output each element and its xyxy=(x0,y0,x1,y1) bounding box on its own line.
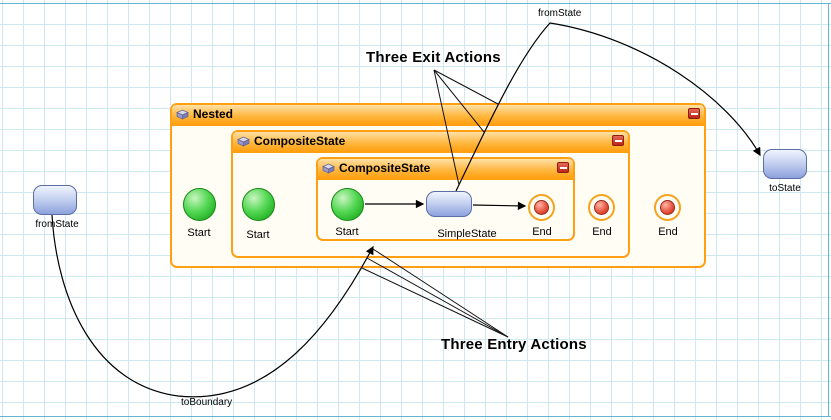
end-node-outer-label: End xyxy=(658,226,678,238)
start-node-middle-label: Start xyxy=(246,229,270,241)
nested-header[interactable]: Nested xyxy=(172,105,704,126)
middle-header[interactable]: CompositeState xyxy=(233,132,628,153)
edge-label-from-state: fromState xyxy=(538,8,582,19)
to-state-node[interactable] xyxy=(763,149,807,179)
annotation-entry-actions[interactable]: Three Entry Actions xyxy=(441,336,587,353)
transition-exit-to-state[interactable] xyxy=(455,22,761,192)
canvas-right-border xyxy=(828,3,829,417)
transition-simple-to-end[interactable] xyxy=(472,201,527,211)
minus-bar xyxy=(690,112,698,115)
start-node-inner[interactable] xyxy=(331,188,364,221)
exit-annotation-line-1 xyxy=(433,69,460,186)
end-node-core xyxy=(660,200,675,215)
transition-entry-to-boundary[interactable] xyxy=(51,214,374,398)
exit-annotation-line-2 xyxy=(433,69,485,133)
minus-bar xyxy=(614,139,622,142)
entry-annotation-line-3 xyxy=(361,267,509,338)
inner-header[interactable]: CompositeState xyxy=(318,159,573,180)
simple-state[interactable] xyxy=(426,191,472,217)
edge-label-to-boundary: toBoundary xyxy=(181,397,233,408)
minus-bar xyxy=(559,166,567,169)
end-node-middle-label: End xyxy=(592,226,612,238)
entry-annotation-line-2 xyxy=(366,257,509,338)
entry-annotation-line-1 xyxy=(372,248,509,338)
start-node-middle[interactable] xyxy=(242,188,275,221)
end-node-core xyxy=(534,200,549,215)
end-node-inner[interactable] xyxy=(528,194,555,221)
minus-collapse-icon[interactable] xyxy=(688,108,700,119)
from-state-label: fromState xyxy=(35,219,79,230)
end-node-outer[interactable] xyxy=(654,194,681,221)
simple-state-label: SimpleState xyxy=(437,228,497,240)
canvas-bottom-border xyxy=(0,416,831,417)
minus-collapse-icon[interactable] xyxy=(557,162,569,173)
end-node-middle[interactable] xyxy=(588,194,615,221)
end-node-core xyxy=(594,200,609,215)
nested-title: Nested xyxy=(193,107,234,121)
exit-annotation-line-3 xyxy=(433,69,499,105)
middle-title: CompositeState xyxy=(254,134,346,148)
package-icon xyxy=(237,136,250,147)
start-node-outer-label: Start xyxy=(187,227,211,239)
to-state-label: toState xyxy=(769,183,801,194)
inner-title: CompositeState xyxy=(339,161,431,175)
annotation-exit-actions[interactable]: Three Exit Actions xyxy=(366,49,501,66)
start-node-outer[interactable] xyxy=(183,188,216,221)
minus-collapse-icon[interactable] xyxy=(612,135,624,146)
package-icon xyxy=(322,163,335,174)
package-icon xyxy=(176,109,189,120)
end-node-inner-label: End xyxy=(532,226,552,238)
start-node-inner-label: Start xyxy=(335,226,359,238)
canvas-top-border xyxy=(0,3,831,4)
from-state-node[interactable] xyxy=(33,185,77,215)
